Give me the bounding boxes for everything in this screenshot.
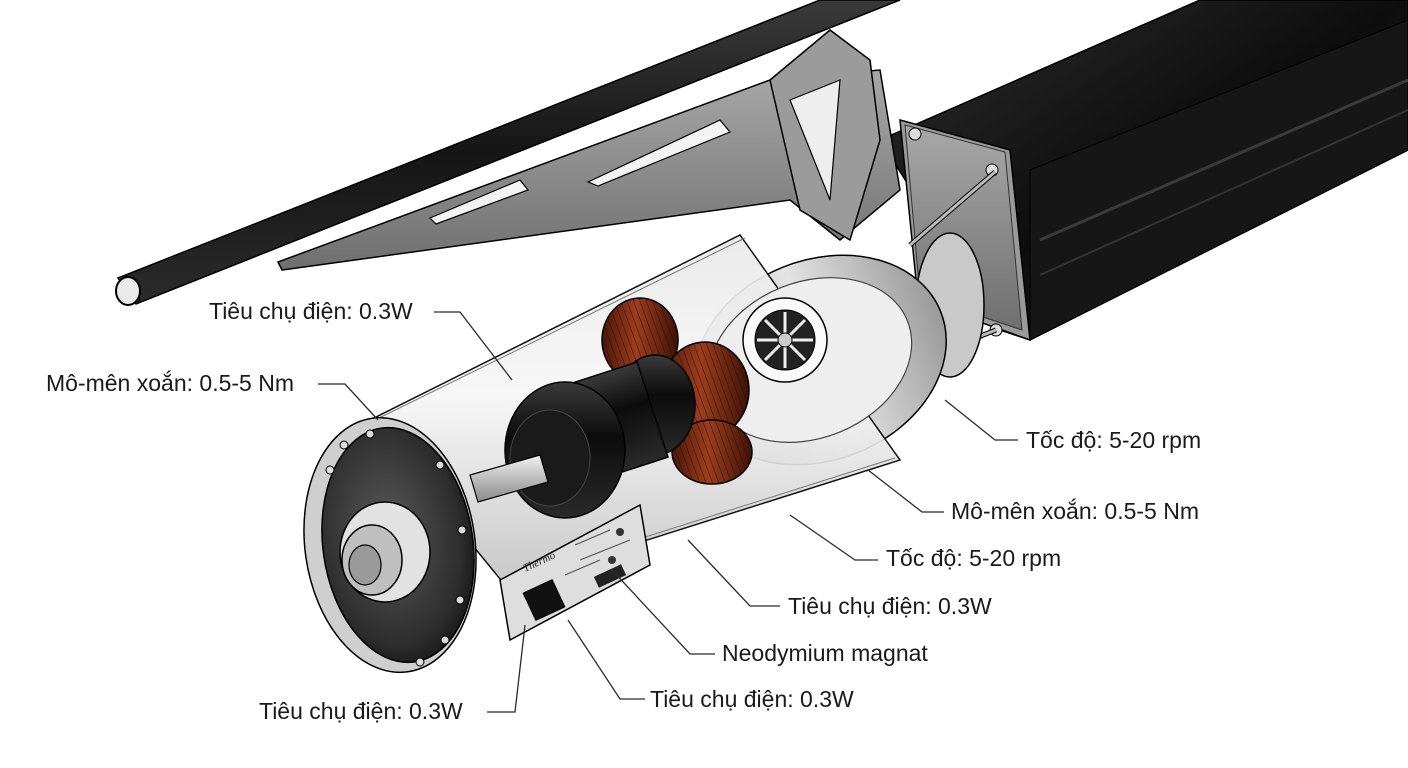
callout-power-bottom-left: Tiêu chụ điện: 0.3W — [259, 698, 463, 724]
callout-speed-right-top: Tốc độ: 5-20 rpm — [1026, 427, 1202, 453]
callout-speed-right: Tốc độ: 5-20 rpm — [886, 545, 1062, 571]
callout-power-right: Tiêu chụ điện: 0.3W — [788, 593, 992, 619]
callout-power-bottom-center: Tiêu chụ điện: 0.3W — [650, 686, 854, 712]
mounting-bracket — [276, 29, 997, 353]
leader-lines — [318, 311, 1018, 713]
control-pcb: Thermo — [499, 503, 651, 642]
callout-torque-right: Mô-mên xoắn: 0.5-5 Nm — [951, 498, 1199, 524]
motor-housing: Thermo — [303, 232, 985, 674]
bolt-icon — [908, 127, 922, 141]
front-end-cap — [303, 416, 477, 674]
callout-power-left-top: Tiêu chụ điện: 0.3W — [209, 298, 413, 324]
callout-magnet: Neodymium magnat — [722, 640, 928, 666]
support-beam — [878, 0, 1408, 342]
top-rail — [115, 0, 901, 306]
fan-icon — [742, 297, 828, 383]
callout-torque-left: Mô-mên xoắn: 0.5-5 Nm — [46, 370, 294, 396]
